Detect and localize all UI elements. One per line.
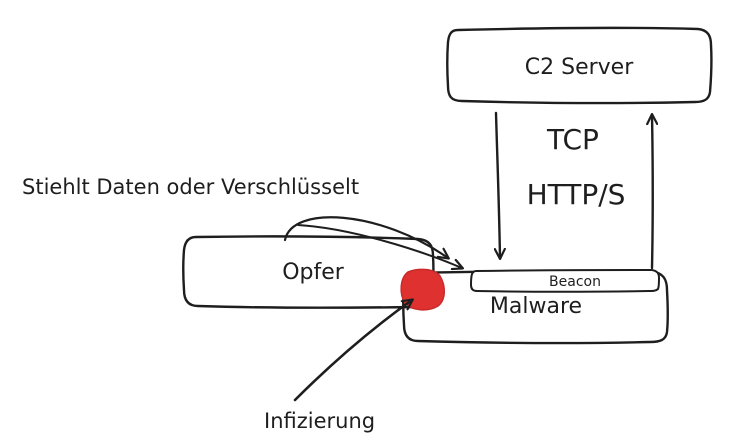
arrow-steal-data-2 [297,224,462,268]
arrow-c2-to-malware [496,111,500,258]
victim-node: Opfer [182,235,435,309]
arrow-infection [293,300,412,402]
c2-server-label: C2 Server [525,55,634,80]
arrow-steal-data [283,216,448,258]
victim-label: Opfer [282,260,345,285]
c2-server-node: C2 Server [446,26,713,105]
malware-label: Malware [490,294,582,319]
protocol-label-https: HTTP/S [527,178,626,211]
beacon-node: Beacon [470,269,660,293]
protocol-label-tcp: TCP [546,123,599,156]
steal-data-label: Stiehlt Daten oder Verschlüsselt [22,175,359,199]
beacon-label: Beacon [549,274,601,290]
infection-label: Infizierung [264,409,375,433]
arrow-malware-to-c2 [652,115,653,270]
